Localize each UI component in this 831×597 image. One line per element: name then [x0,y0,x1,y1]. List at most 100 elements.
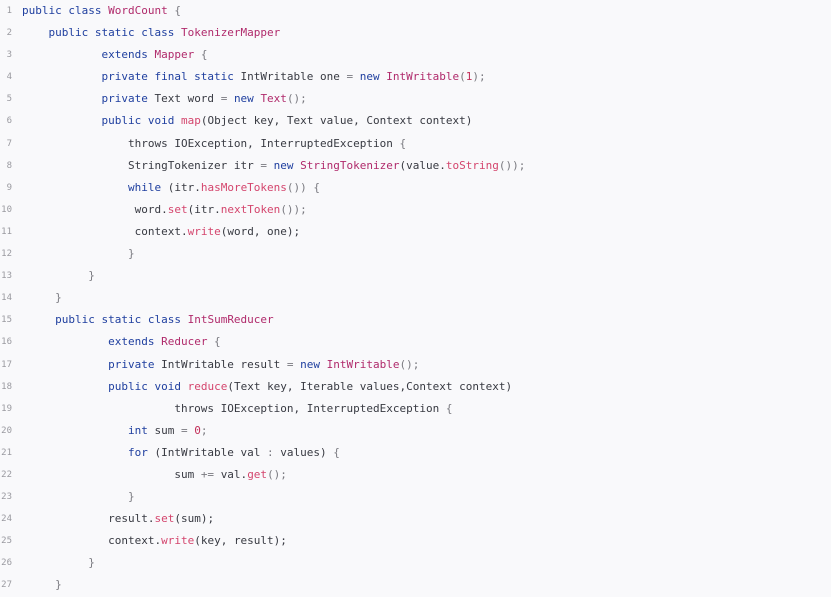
line-number: 11 [1,226,12,237]
code-token: (word, one); [220,224,301,238]
code-line: 10 word.set(itr.nextToken()); [0,199,831,221]
code-line: 9 while (itr.hasMoreTokens()) { [0,177,831,199]
line-number: 16 [1,337,12,348]
code-token: for [22,445,155,459]
line-number: 23 [1,492,12,503]
code-token: (itr. [167,180,201,194]
line-number: 26 [1,558,12,569]
line-code: throws IOException, InterruptedException… [22,133,406,155]
line-number: 14 [1,293,12,304]
line-number: 2 [6,28,12,39]
code-token: (); [399,357,420,371]
code-token: = [180,423,195,437]
code-token: (itr. [187,202,221,216]
code-line: 6 public void map(Object key, Text value… [0,110,831,132]
code-token: Reducer [161,335,208,349]
code-token: word. [22,202,168,216]
code-token: } [22,578,62,592]
code-line: 23 } [0,486,831,508]
code-token: hasMoreTokens [200,180,287,194]
code-token: IntWritable [326,357,400,371]
code-token: private [22,357,162,371]
code-token: ( [459,70,466,84]
code-token: WordCount [108,4,168,17]
line-code: } [22,265,95,287]
code-token: (value. [399,158,446,172]
code-token: } [22,291,62,305]
code-line: 12 } [0,243,831,265]
line-code: while (itr.hasMoreTokens()) { [22,177,320,199]
code-token: IntWritable result [161,357,287,371]
code-token: { [333,445,340,459]
code-token: throws IOException, InterruptedException [22,136,400,150]
line-code: throws IOException, InterruptedException… [22,398,452,420]
code-token: (); [267,467,287,481]
code-token: toString [445,158,499,172]
code-token: += [200,467,221,481]
line-code: extends Mapper { [22,44,207,66]
code-token: new [233,92,261,106]
line-number: 10 [1,204,12,215]
line-code: public static class IntSumReducer [22,309,274,331]
code-token: 1 [465,70,473,84]
line-number: 17 [1,359,12,370]
line-code: sum += val.get(); [22,464,287,486]
code-token: private final static [22,70,241,84]
code-token: set [167,202,188,216]
code-token: } [22,556,95,570]
line-code: result.set(sum); [22,508,214,530]
code-token: reduce [187,379,228,393]
line-number: 20 [1,425,12,436]
line-number: 18 [1,381,12,392]
code-line: 21 for (IntWritable val : values) { [0,442,831,464]
code-line: 22 sum += val.get(); [0,464,831,486]
code-token: val. [220,467,248,481]
code-token: : [267,445,281,459]
code-token: (IntWritable val [154,445,268,459]
code-token: int [22,423,155,437]
line-code: for (IntWritable val : values) { [22,442,340,464]
code-token: ; [200,423,208,437]
code-token: new [273,158,301,172]
code-line: 5 private Text word = new Text(); [0,88,831,110]
code-token: new [300,357,327,371]
line-code: int sum = 0; [22,420,208,442]
line-number: 22 [1,469,12,480]
code-token: sum [154,423,181,437]
code-line: 2 public static class TokenizerMapper [0,22,831,44]
line-code: extends Reducer { [22,331,221,353]
code-line: 7 throws IOException, InterruptedExcepti… [0,133,831,155]
code-token: } [22,269,95,283]
code-token: { [207,335,221,349]
code-line: 18 public void reduce(Text key, Iterable… [0,376,831,398]
line-number: 3 [6,50,12,61]
code-line: 25 context.write(key, result); [0,530,831,552]
line-code: context.write(key, result); [22,530,287,552]
code-line: 19 throws IOException, InterruptedExcept… [0,398,831,420]
code-line: 20 int sum = 0; [0,420,831,442]
line-code: } [22,486,135,508]
code-token: public static class [22,26,181,40]
line-code: private Text word = new Text(); [22,88,306,110]
code-token: extends [22,335,162,349]
code-line: 17 private IntWritable result = new IntW… [0,354,831,376]
code-token: map [180,114,201,128]
code-token: Text word [154,92,221,106]
code-token: Mapper [154,48,195,62]
line-number: 13 [1,271,12,282]
line-code: public void map(Object key, Text value, … [22,110,472,132]
code-token: = [346,70,360,84]
code-token: StringTokenizer itr [22,158,261,172]
code-token: (Object key, Text value, Context context… [200,114,473,128]
code-token: TokenizerMapper [180,26,281,40]
line-code: private final static IntWritable one = n… [22,66,485,88]
code-token: = [286,357,301,371]
line-number: 21 [1,447,12,458]
code-token: ()); [498,158,526,172]
line-number: 8 [6,160,12,171]
line-number: 19 [1,403,12,414]
line-code: public static class TokenizerMapper [22,22,280,44]
line-code: private IntWritable result = new IntWrit… [22,354,419,376]
code-token: IntSumReducer [187,313,274,327]
code-token: public class [22,4,109,17]
